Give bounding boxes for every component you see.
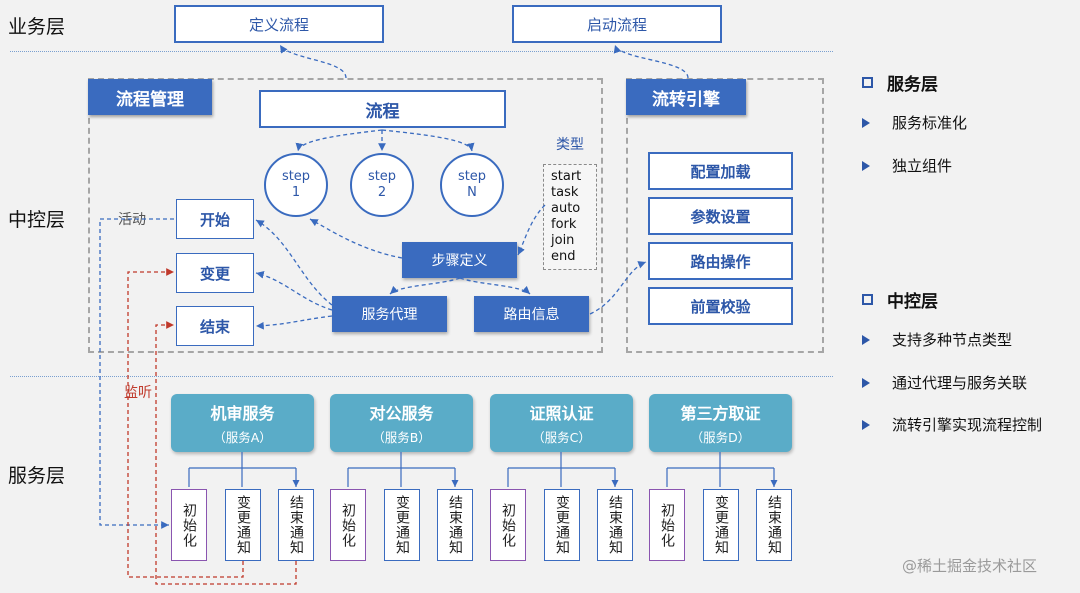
service-a-init-box: 初始化 bbox=[171, 489, 207, 561]
start-flow-box: 启动流程 bbox=[512, 5, 722, 43]
service-a-box: 机审服务 （服务A） bbox=[171, 394, 314, 452]
flow-engine-title: 流转引擎 bbox=[626, 79, 746, 115]
engine-pre-validation-box: 前置校验 bbox=[648, 287, 793, 325]
step-n-number: N bbox=[467, 185, 477, 200]
layer-label-business: 业务层 bbox=[8, 16, 66, 38]
service-c-init-box: 初始化 bbox=[490, 489, 526, 561]
legend-item: 独立组件 bbox=[862, 155, 952, 176]
type-list: start task auto fork join end bbox=[543, 164, 597, 270]
triangle-bullet-icon bbox=[862, 377, 870, 388]
service-d-change-notify-box: 变更通知 bbox=[703, 489, 739, 561]
legend-item-text: 独立组件 bbox=[892, 157, 953, 175]
service-a-name: 机审服务 bbox=[210, 404, 275, 423]
service-b-end-notify-box: 结束通知 bbox=[437, 489, 473, 561]
step-n-label: step bbox=[457, 169, 487, 184]
engine-param-settings-box: 参数设置 bbox=[648, 197, 793, 235]
process-management-title: 流程管理 bbox=[88, 79, 212, 115]
legend-section-title: 服务层 bbox=[887, 75, 938, 95]
type-item: auto bbox=[551, 201, 581, 216]
service-b-box: 对公服务 （服务B） bbox=[330, 394, 473, 452]
step-2-label: step bbox=[367, 169, 397, 184]
triangle-bullet-icon bbox=[862, 334, 870, 345]
legend-item-text: 服务标准化 bbox=[892, 114, 968, 132]
type-item: task bbox=[551, 185, 579, 200]
legend-section-service-title: 服务层 bbox=[862, 70, 938, 95]
route-info-box: 路由信息 bbox=[474, 296, 589, 332]
engine-config-loading-box: 配置加载 bbox=[648, 152, 793, 190]
triangle-bullet-icon bbox=[862, 160, 870, 171]
legend-section-control-title: 中控层 bbox=[862, 287, 938, 312]
separator-top bbox=[10, 51, 833, 52]
watermark: @稀土掘金技术社区 bbox=[902, 557, 1038, 575]
connector-define-flow bbox=[279, 44, 347, 79]
engine-route-operation-box: 路由操作 bbox=[648, 242, 793, 280]
service-d-init-box: 初始化 bbox=[649, 489, 685, 561]
legend-item: 支持多种节点类型 bbox=[862, 329, 1012, 350]
step-n-circle: step N bbox=[440, 153, 504, 217]
step-2-circle: step 2 bbox=[350, 153, 414, 217]
type-item: start bbox=[551, 169, 582, 184]
legend-item: 流转引擎实现流程控制 bbox=[862, 414, 1042, 435]
service-c-box: 证照认证 （服务C） bbox=[490, 394, 633, 452]
layer-label-control: 中控层 bbox=[8, 209, 66, 231]
step-1-number: 1 bbox=[291, 185, 301, 200]
service-d-box: 第三方取证 （服务D） bbox=[649, 394, 792, 452]
legend-item: 服务标准化 bbox=[862, 112, 967, 133]
service-b-name: 对公服务 bbox=[369, 404, 434, 423]
listen-label: 监听 bbox=[124, 385, 152, 401]
service-c-sub: （服务C） bbox=[532, 430, 591, 445]
type-item: end bbox=[551, 249, 576, 264]
service-a-change-notify-box: 变更通知 bbox=[225, 489, 261, 561]
activity-change-box: 变更 bbox=[176, 253, 254, 293]
service-a-end-notify-box: 结束通知 bbox=[278, 489, 314, 561]
service-c-change-notify-box: 变更通知 bbox=[544, 489, 580, 561]
service-proxy-box: 服务代理 bbox=[332, 296, 447, 332]
type-item: fork bbox=[551, 217, 577, 232]
service-b-init-box: 初始化 bbox=[330, 489, 366, 561]
flow-box: 流程 bbox=[259, 90, 506, 128]
service-b-sub: （服务B） bbox=[372, 430, 431, 445]
legend-item-text: 支持多种节点类型 bbox=[892, 331, 1013, 349]
service-a-sub: （服务A） bbox=[213, 430, 272, 445]
activity-start-box: 开始 bbox=[176, 199, 254, 239]
service-d-sub: （服务D） bbox=[690, 430, 751, 445]
step-2-number: 2 bbox=[377, 185, 387, 200]
service-d-end-notify-box: 结束通知 bbox=[756, 489, 792, 561]
legend-item-text: 通过代理与服务关联 bbox=[892, 374, 1028, 392]
separator-bottom bbox=[10, 376, 833, 377]
square-bullet-icon bbox=[862, 77, 873, 88]
connector-start-flow bbox=[613, 44, 689, 79]
type-item: join bbox=[551, 233, 575, 248]
legend-section-title: 中控层 bbox=[887, 292, 938, 312]
square-bullet-icon bbox=[862, 294, 873, 305]
legend-item-text: 流转引擎实现流程控制 bbox=[892, 416, 1043, 434]
service-c-end-notify-box: 结束通知 bbox=[597, 489, 633, 561]
type-label: 类型 bbox=[556, 137, 584, 153]
define-flow-box: 定义流程 bbox=[174, 5, 384, 43]
triangle-bullet-icon bbox=[862, 419, 870, 430]
service-c-name: 证照认证 bbox=[529, 404, 594, 423]
service-b-change-notify-box: 变更通知 bbox=[384, 489, 420, 561]
step-definition-box: 步骤定义 bbox=[402, 242, 517, 278]
step-1-circle: step 1 bbox=[264, 153, 328, 217]
activity-end-box: 结束 bbox=[176, 306, 254, 346]
process-management-panel bbox=[88, 78, 603, 353]
triangle-bullet-icon bbox=[862, 117, 870, 128]
service-d-name: 第三方取证 bbox=[680, 404, 761, 423]
layer-label-service: 服务层 bbox=[8, 465, 66, 487]
activity-label: 活动 bbox=[118, 212, 146, 228]
step-1-label: step bbox=[281, 169, 311, 184]
legend-item: 通过代理与服务关联 bbox=[862, 372, 1027, 393]
